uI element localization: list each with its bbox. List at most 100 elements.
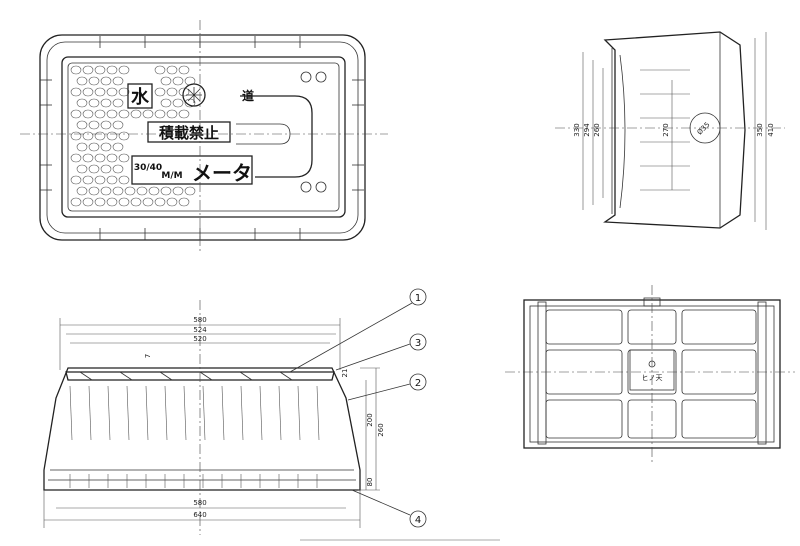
front-rib — [259, 385, 263, 441]
dim-330: 330 — [573, 123, 581, 136]
grip-cell — [76, 76, 88, 86]
grip-cell — [94, 197, 106, 207]
bolt-hole-icon — [300, 71, 312, 83]
grip-cell — [88, 76, 100, 86]
grip-cell — [142, 109, 154, 119]
grip-cell — [160, 98, 172, 108]
grip-cell — [106, 87, 118, 97]
side-view: 330 294 260 270 Ø35 350 410 — [555, 31, 785, 230]
grip-cell — [172, 98, 184, 108]
front-ribs — [69, 385, 320, 488]
callout-1-circle — [409, 288, 427, 306]
marking-water-text: 水 — [131, 86, 150, 108]
grip-cell — [82, 175, 94, 185]
bottom-cell — [681, 399, 757, 439]
grip-cell — [136, 186, 148, 196]
marking-warning-text: 積載禁止 — [158, 124, 219, 142]
grip-cell — [112, 164, 124, 174]
grip-cell — [100, 142, 112, 152]
front-rib — [107, 385, 111, 441]
grip-cell — [106, 175, 118, 185]
grip-cell — [100, 76, 112, 86]
front-rib — [69, 385, 73, 441]
lid-panel-inner — [67, 62, 340, 212]
grip-cell — [118, 109, 130, 119]
grip-cell — [106, 109, 118, 119]
bottom-left-flange — [537, 301, 547, 445]
grip-cell — [70, 175, 82, 185]
grip-cell — [130, 109, 142, 119]
grip-cell — [106, 65, 118, 75]
bolt-hole-icon — [315, 71, 327, 83]
grip-cell — [124, 186, 136, 196]
grip-cell — [94, 65, 106, 75]
grip-cell — [112, 76, 124, 86]
grip-cell — [118, 197, 130, 207]
marking-box-warning — [147, 121, 231, 143]
grip-cell — [94, 131, 106, 141]
callout-3-leader — [335, 343, 411, 371]
grip-cell — [76, 186, 88, 196]
grip-cell — [118, 87, 130, 97]
grip-cell — [148, 186, 160, 196]
grip-cell — [166, 87, 178, 97]
emblem-star-icon — [186, 87, 202, 103]
front-rib — [126, 385, 130, 441]
grip-cell — [178, 65, 190, 75]
grip-cell — [70, 87, 82, 97]
grip-cell — [70, 197, 82, 207]
dim-21: 21 — [341, 369, 349, 378]
grip-cell — [82, 153, 94, 163]
callout-2: 2 — [415, 378, 421, 389]
bottom-cell — [681, 309, 757, 345]
grip-cell — [70, 109, 82, 119]
grip-cell — [88, 164, 100, 174]
grip-cell — [82, 65, 94, 75]
grip-cell — [118, 131, 130, 141]
grip-cell — [94, 175, 106, 185]
grip-cell — [76, 142, 88, 152]
front-rib — [183, 385, 187, 441]
side-lid-curve — [619, 54, 626, 209]
grip-cell — [154, 197, 166, 207]
grip-cell — [94, 153, 106, 163]
callout-2-circle — [409, 373, 427, 391]
marking-box-meter — [131, 155, 253, 185]
grip-cell — [112, 142, 124, 152]
front-rib — [297, 385, 301, 441]
dim-294: 294 — [583, 123, 591, 137]
bottom-view: ヒノ天 — [505, 285, 795, 462]
grip-cell — [106, 153, 118, 163]
grip-cell — [106, 131, 118, 141]
grip-cell — [172, 76, 184, 86]
grip-cell — [88, 98, 100, 108]
bolt-hole-icon — [315, 181, 327, 193]
frame-ribs — [40, 36, 364, 240]
dim-524: 524 — [193, 326, 207, 334]
marking-size-unit: M/M — [161, 171, 182, 181]
grip-cell — [70, 65, 82, 75]
grip-cell — [70, 131, 82, 141]
lid-outer-frame — [39, 34, 366, 241]
dim-7: 7 — [144, 354, 152, 358]
dim-640: 640 — [193, 511, 206, 519]
front-rib — [278, 385, 282, 441]
grip-cell — [154, 109, 166, 119]
dim-80: 80 — [366, 478, 374, 487]
grip-cell — [70, 153, 82, 163]
grip-cell — [100, 164, 112, 174]
front-rib — [240, 385, 244, 441]
lid-frame-inner — [46, 41, 359, 234]
grip-cell — [118, 65, 130, 75]
front-rib — [316, 385, 320, 441]
grip-pattern — [70, 65, 196, 207]
grip-cell — [178, 197, 190, 207]
dim-580-bottom: 580 — [193, 499, 206, 507]
bottom-right-flange — [757, 301, 767, 445]
grip-cell — [76, 98, 88, 108]
marking-emblem-icon — [182, 83, 206, 107]
grip-cell — [100, 186, 112, 196]
marking-size-number: 30/40 — [134, 163, 162, 173]
front-rib — [164, 385, 168, 441]
grip-cell — [88, 120, 100, 130]
